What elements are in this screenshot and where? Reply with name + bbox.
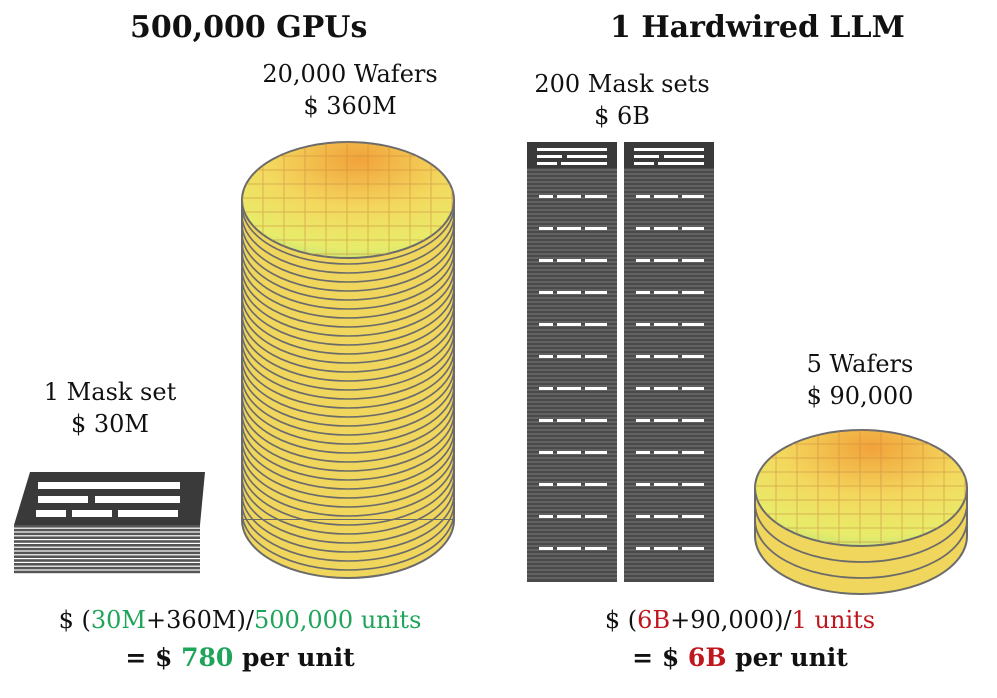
left-mask-count: 1 Mask set <box>43 378 177 406</box>
left-mask-set <box>14 472 205 574</box>
right-title: 1 Hardwired LLM <box>610 10 905 45</box>
right-masks-cost: $ 6B <box>594 102 650 130</box>
left-wafers-label: 20,000 Wafers $ 360M <box>250 58 450 122</box>
left-wafer-stack <box>241 141 455 579</box>
right-masks-label: 200 Mask sets $ 6B <box>522 68 722 132</box>
right-result: = $ 6B per unit <box>520 643 960 672</box>
right-mask-stacks <box>527 142 714 582</box>
right-masks-count: 200 Mask sets <box>534 70 710 98</box>
right-wafers-cost: $ 90,000 <box>806 382 914 410</box>
right-result-suffix: per unit <box>726 643 848 672</box>
left-formula-plus: +360M)/ <box>146 606 254 634</box>
left-result-suffix: per unit <box>233 643 355 672</box>
left-formula: $ (30M+360M)/500,000 units <box>10 606 470 634</box>
left-title: 500,000 GPUs <box>130 10 368 45</box>
left-formula-units: 500,000 units <box>253 606 422 634</box>
right-formula-units: 1 units <box>791 606 876 634</box>
left-result-prefix: = $ <box>125 643 182 672</box>
left-mask-cost: $ 30M <box>70 410 149 438</box>
left-mask-label: 1 Mask set $ 30M <box>20 376 200 440</box>
left-result-value: 780 <box>181 643 234 672</box>
right-formula: $ (6B+90,000)/1 units <box>520 606 960 634</box>
right-wafer-stack <box>754 429 968 595</box>
right-result-value: 6B <box>687 643 727 672</box>
right-formula-prefix: $ ( <box>604 606 638 634</box>
right-wafers-count: 5 Wafers <box>806 350 914 378</box>
right-result-prefix: = $ <box>632 643 688 672</box>
left-wafers-count: 20,000 Wafers <box>262 60 438 88</box>
left-wafers-cost: $ 360M <box>303 92 397 120</box>
left-formula-prefix: $ ( <box>58 606 91 634</box>
right-wafers-label: 5 Wafers $ 90,000 <box>760 348 960 412</box>
right-formula-plus: +90,000)/ <box>670 606 792 634</box>
left-result: = $ 780 per unit <box>10 643 470 672</box>
right-formula-mask-cost: 6B <box>637 606 671 634</box>
left-formula-mask-cost: 30M <box>90 606 146 634</box>
